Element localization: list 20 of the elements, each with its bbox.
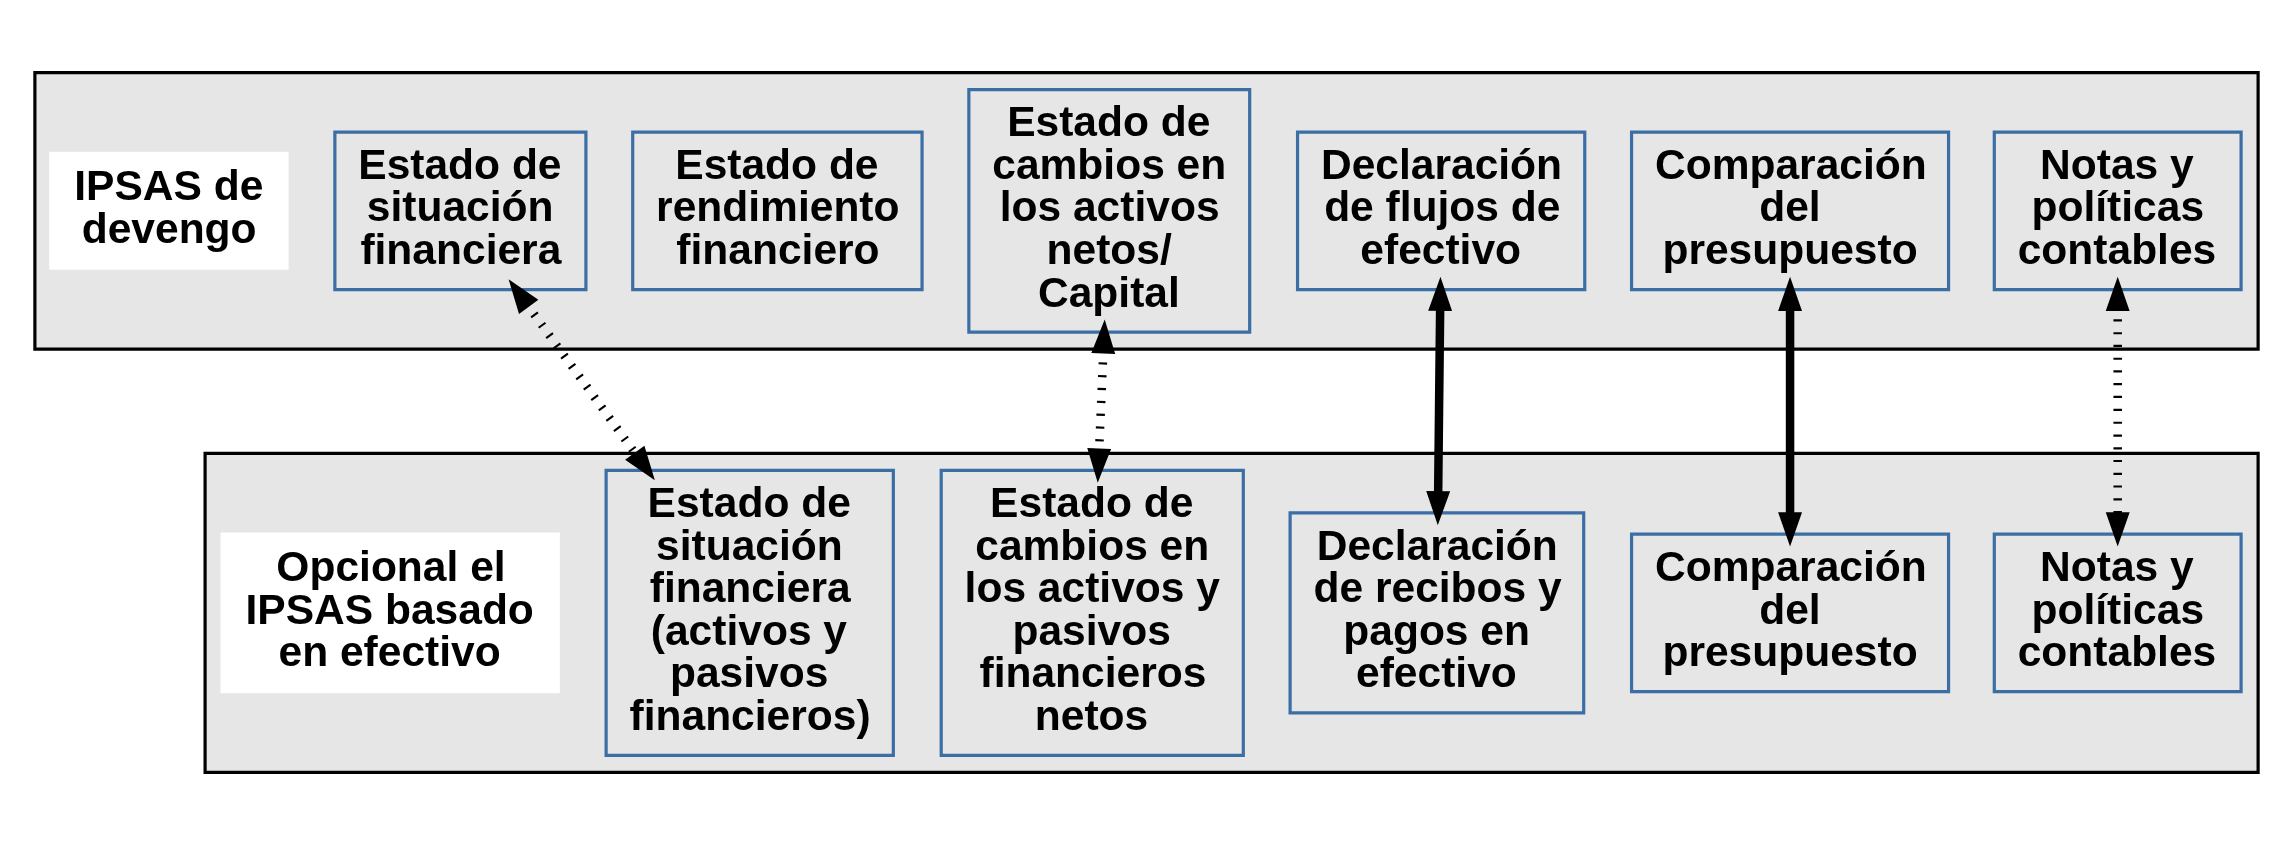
node-box: Comparación del presupuesto bbox=[1629, 532, 1950, 693]
arrow bbox=[2105, 276, 2130, 547]
node-box: Declaración de recibos y pagos en efectivo bbox=[1288, 510, 1585, 714]
node-box: Notas y políticas contables bbox=[1992, 532, 2243, 693]
node-box: Estado de situación financiera bbox=[332, 130, 587, 291]
cluster bbox=[203, 451, 2260, 774]
node-box: Estado de cambios en los activos y pasivos financieros netos bbox=[939, 468, 1245, 757]
node-box: Opcional el IPSAS basado en efectivo bbox=[220, 532, 560, 693]
arrow bbox=[1777, 276, 1802, 547]
node-box: IPSAS de devengo bbox=[48, 151, 289, 270]
node-box: Declaración de flujos de efectivo bbox=[1295, 130, 1586, 291]
cluster bbox=[32, 70, 2260, 351]
node-box: Notas y políticas contables bbox=[1992, 130, 2243, 291]
node-box: Estado de situación financiera (activos y pasivos financieros) bbox=[604, 468, 895, 757]
arrow bbox=[1086, 318, 1115, 483]
arrow bbox=[1425, 276, 1452, 525]
node-box: Estado de cambios en los activos netos/ Capital bbox=[966, 87, 1251, 334]
node-box: Comparación del presupuesto bbox=[1629, 130, 1950, 291]
arrow bbox=[508, 278, 655, 480]
node-box: Estado de rendimiento financiero bbox=[630, 130, 924, 291]
